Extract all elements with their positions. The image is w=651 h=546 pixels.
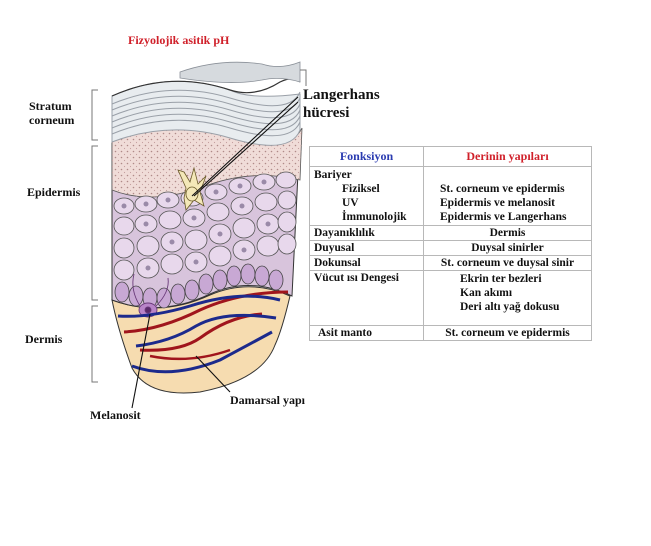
table-row: Dayanıklılık Dermis [309,225,592,241]
label-stratum-corneum: Stratum corneum [29,99,75,127]
table-row: Duyusal Duysal sinirler [309,240,592,256]
basal-cells [114,263,284,309]
label-melanosit: Melanosit [90,408,141,422]
langerhans-cell [177,166,207,211]
layer-brackets [91,89,98,383]
stratum-corneum-layer [111,80,301,146]
table-row: Bariyer Fiziksel UV İmmunolojik St. corn… [309,166,592,226]
diagram-title: Fizyolojik asitik pH [128,33,230,47]
epidermal-cells [113,171,297,281]
table-row: Asit manto St. corneum ve epidermis [309,325,592,341]
header-derinin-yapilari: Derinin yapıları [423,146,592,167]
label-epidermis: Epidermis [27,185,81,199]
label-damarsal-yapi: Damarsal yapı [230,393,305,407]
function-table: Fonksiyon Derinin yapıları Bariyer Fizik… [309,146,592,341]
table-row: Dokunsal St. corneum ve duysal sinir [309,255,592,271]
header-fonksiyon: Fonksiyon [309,146,424,167]
label-langerhans: Langerhans hücresi [303,87,380,121]
pointer-lines [131,96,299,409]
table-row: Vücut ısı Dengesi Ekrin ter bezleri Kan … [309,270,592,326]
label-dermis: Dermis [25,332,63,346]
table-header-row: Fonksiyon Derinin yapıları [309,146,592,167]
vein [117,294,281,318]
